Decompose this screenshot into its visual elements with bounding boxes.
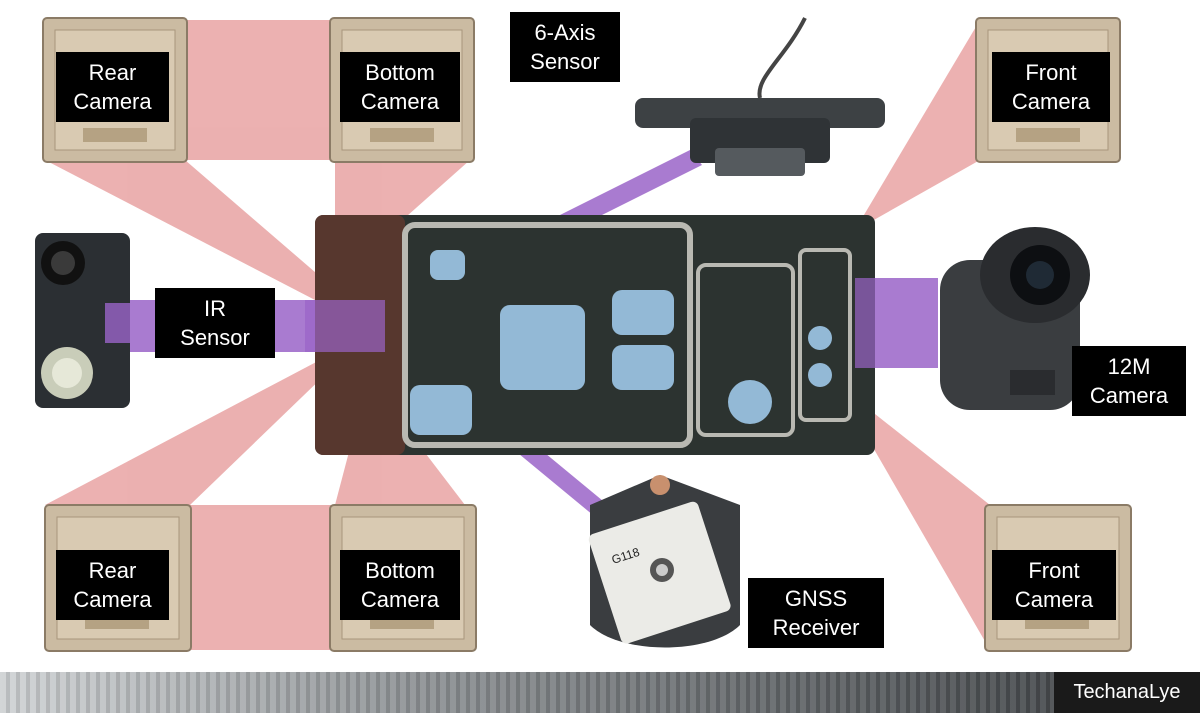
brand-watermark: TechanaLye xyxy=(1054,672,1200,713)
fov-front-bottom xyxy=(860,410,990,650)
fov-bottom-bottom-left xyxy=(190,505,335,650)
footer-banner xyxy=(0,672,1200,713)
fov-cones xyxy=(45,20,990,650)
ir-sensor-module xyxy=(35,233,130,408)
six-axis-sensor-part xyxy=(635,17,885,176)
gnss-receiver-board: G118 xyxy=(588,475,740,648)
main-circuit-board xyxy=(305,215,875,455)
fov-bottom-top-left xyxy=(185,20,335,160)
thermal-pads xyxy=(410,250,832,435)
fov-rear-bottom xyxy=(45,360,330,505)
main-camera-module xyxy=(940,227,1090,410)
fov-rear-top xyxy=(45,160,330,300)
fov-front-top xyxy=(855,20,980,230)
